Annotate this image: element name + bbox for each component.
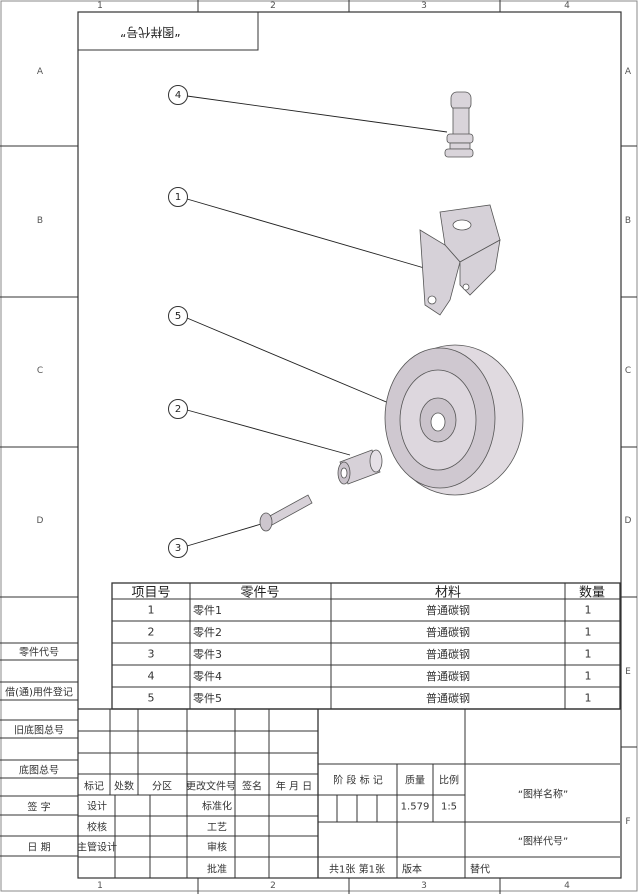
cell-item-no: 2 — [147, 625, 155, 639]
zone-label: 4 — [564, 881, 570, 891]
replace-label: 替代 — [470, 864, 490, 876]
zone-label: 1 — [97, 1, 103, 11]
part-3-bolt — [259, 494, 313, 532]
stage-label: 阶 段 标 记 — [333, 775, 383, 787]
balloon-2: 2 — [168, 399, 188, 419]
mass-label: 质量 — [405, 775, 425, 787]
header-material: 材料 — [434, 585, 462, 601]
zone-label: C — [624, 366, 632, 376]
role-chief-design: 主管设计 — [77, 842, 117, 854]
zone-label: D — [624, 516, 632, 526]
role-check: 校核 — [87, 822, 107, 834]
header-part-no: 零件号 — [240, 585, 280, 601]
version-label: 版本 — [402, 864, 422, 876]
cell-quantity: 1 — [584, 647, 592, 661]
side-label-old-base-no: 旧底图总号 — [14, 725, 64, 737]
scale-value: 1:5 — [440, 801, 458, 813]
zone-label: B — [36, 216, 44, 226]
zone-label: A — [36, 67, 44, 77]
side-label-date: 日 期 — [27, 842, 51, 854]
corner-drawing-code: “图样代号” — [120, 25, 181, 39]
mass-value: 1.579 — [400, 801, 430, 813]
cell-part-no: 零件1 — [193, 604, 222, 617]
rev-header: 更改文件号 — [186, 781, 236, 793]
cell-part-no: 零件4 — [193, 670, 222, 683]
part-1-bracket — [419, 204, 501, 316]
cell-quantity: 1 — [584, 669, 592, 683]
cell-material: 普通碳钢 — [426, 670, 470, 683]
cell-part-no: 零件3 — [193, 648, 222, 661]
balloon-5: 5 — [168, 306, 188, 326]
zone-label: E — [625, 667, 631, 677]
role-process: 工艺 — [207, 822, 227, 834]
drawing-code: “图样代号” — [517, 836, 569, 848]
zone-label: D — [36, 516, 44, 526]
cell-material: 普通碳钢 — [426, 692, 470, 705]
cell-quantity: 1 — [584, 603, 592, 617]
header-quantity: 数量 — [578, 585, 606, 601]
zone-label: 3 — [421, 1, 427, 11]
cell-part-no: 零件2 — [193, 626, 222, 639]
rev-header: 处数 — [114, 781, 134, 793]
part-2-bushing — [337, 449, 383, 485]
role-design: 设计 — [87, 801, 107, 813]
cell-part-no: 零件5 — [193, 692, 222, 705]
side-label-borrowed-register: 借(通)用件登记 — [5, 687, 73, 699]
side-label-base-no: 底图总号 — [19, 765, 59, 777]
drawing-name: “图样名称” — [517, 789, 569, 801]
balloon-4: 4 — [168, 85, 188, 105]
header-item-no: 项目号 — [131, 585, 171, 601]
balloon-1: 1 — [168, 187, 188, 207]
zone-label: 1 — [97, 881, 103, 891]
rev-header: 分区 — [152, 781, 172, 793]
cell-item-no: 3 — [147, 647, 155, 661]
cell-item-no: 5 — [147, 691, 155, 705]
zone-label: F — [625, 817, 631, 827]
zone-label: 4 — [564, 1, 570, 11]
role-standardization: 标准化 — [202, 801, 232, 813]
zone-label: C — [36, 366, 44, 376]
cell-material: 普通碳钢 — [426, 626, 470, 639]
zone-label: 3 — [421, 881, 427, 891]
part-5-wheel — [384, 344, 524, 496]
cell-quantity: 1 — [584, 625, 592, 639]
zone-label: 2 — [270, 881, 276, 891]
role-approve: 批准 — [207, 864, 227, 876]
zone-label: 2 — [270, 1, 276, 11]
cell-item-no: 1 — [147, 603, 155, 617]
role-review: 审核 — [207, 842, 227, 854]
cell-material: 普通碳钢 — [426, 648, 470, 661]
rev-header: 标记 — [84, 781, 104, 793]
zone-label: A — [624, 67, 632, 77]
scale-label: 比例 — [439, 775, 459, 787]
rev-header: 年 月 日 — [275, 781, 313, 793]
cell-quantity: 1 — [584, 691, 592, 705]
sheet-info: 共1张 第1张 — [329, 864, 385, 876]
rev-header: 签名 — [242, 781, 262, 793]
side-label-signature: 签 字 — [27, 802, 51, 814]
zone-label: B — [624, 216, 632, 226]
cell-material: 普通碳钢 — [426, 604, 470, 617]
part-4-pin — [444, 91, 474, 158]
side-label-part-code: 零件代号 — [19, 647, 59, 659]
balloon-3: 3 — [168, 538, 188, 558]
cell-item-no: 4 — [147, 669, 155, 683]
